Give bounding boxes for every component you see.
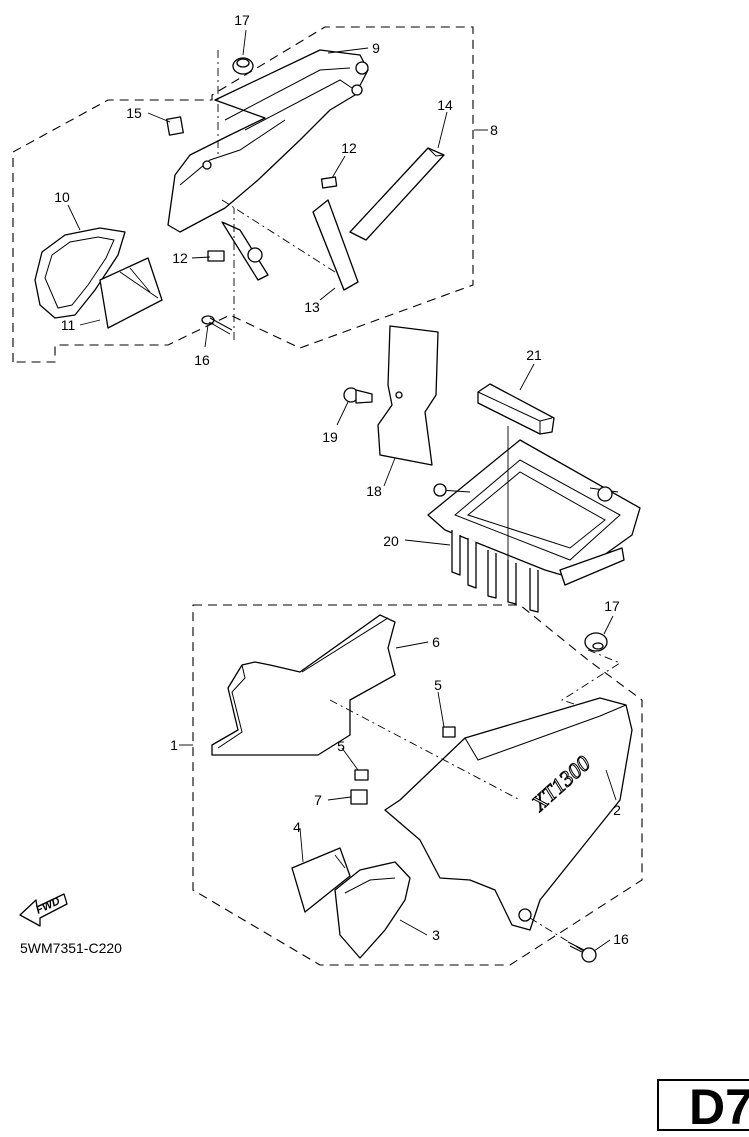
callout-16-lower: 16: [613, 931, 629, 947]
page-badge-label: D7: [689, 1079, 749, 1135]
bolt-16-lower: [567, 941, 597, 963]
callout-19: 19: [322, 429, 338, 445]
callout-8: 8: [490, 122, 498, 138]
damper-15: [166, 116, 184, 136]
callout-1: 1: [170, 737, 178, 753]
callout-7: 7: [314, 792, 322, 808]
callout-9: 9: [372, 40, 380, 56]
side-cover-2: [384, 697, 633, 931]
bolt-19: [343, 387, 373, 404]
group-8-dashed-outline: [12, 26, 474, 363]
callout-3: 3: [432, 927, 440, 943]
upper-assembly-group: [12, 26, 474, 363]
seal-14: [349, 147, 445, 241]
callout-6: 6: [432, 634, 440, 650]
plate-11: [99, 257, 163, 329]
bolt-16-top: [201, 315, 233, 335]
grommet-17-lower: [584, 632, 608, 652]
plate-4: [291, 847, 351, 913]
callout-12-upper: 12: [341, 140, 357, 156]
group-1-dashed-outline: [192, 604, 643, 966]
callout-18: 18: [366, 483, 382, 499]
cover-3: [334, 861, 411, 959]
air-box-group: [343, 325, 641, 613]
damper-5-a: [442, 726, 456, 738]
callout-5-lower: 5: [337, 738, 345, 754]
callout-16-top: 16: [194, 352, 210, 368]
callout-2: 2: [613, 802, 621, 818]
callout-21: 21: [526, 347, 542, 363]
bracket-9: [167, 49, 369, 233]
fwd-arrow-icon: FWD: [19, 893, 68, 927]
callout-4: 4: [293, 819, 301, 835]
damper-12-b: [207, 250, 225, 262]
callout-labels: 17 9 8 15 14 12 10 12 11 16 13 21 19 18 …: [54, 12, 629, 947]
callout-5-upper: 5: [434, 677, 442, 693]
callout-13: 13: [304, 299, 320, 315]
gasket-18: [377, 325, 439, 466]
page-badge: D7: [657, 1079, 749, 1135]
callout-11: 11: [61, 317, 76, 333]
callout-17-lower: 17: [604, 598, 620, 614]
callout-10: 10: [54, 189, 70, 205]
callout-14: 14: [437, 97, 453, 113]
callout-15: 15: [126, 105, 142, 121]
air-box-20: [427, 426, 641, 613]
callout-17-top: 17: [234, 12, 250, 28]
drawing-code: 5WM7351-C220: [20, 940, 122, 956]
damper-12-a: [320, 176, 338, 189]
callout-leaders: [67, 29, 617, 952]
grommet-17-top: [232, 57, 254, 75]
side-cover-group: XT1300: [192, 604, 643, 966]
damper-7: [350, 789, 368, 805]
damper-5-b: [354, 769, 369, 781]
callout-20: 20: [383, 533, 399, 549]
seal-21: [477, 383, 555, 435]
callout-12-lower: 12: [172, 250, 188, 266]
seal-13: [312, 199, 359, 291]
